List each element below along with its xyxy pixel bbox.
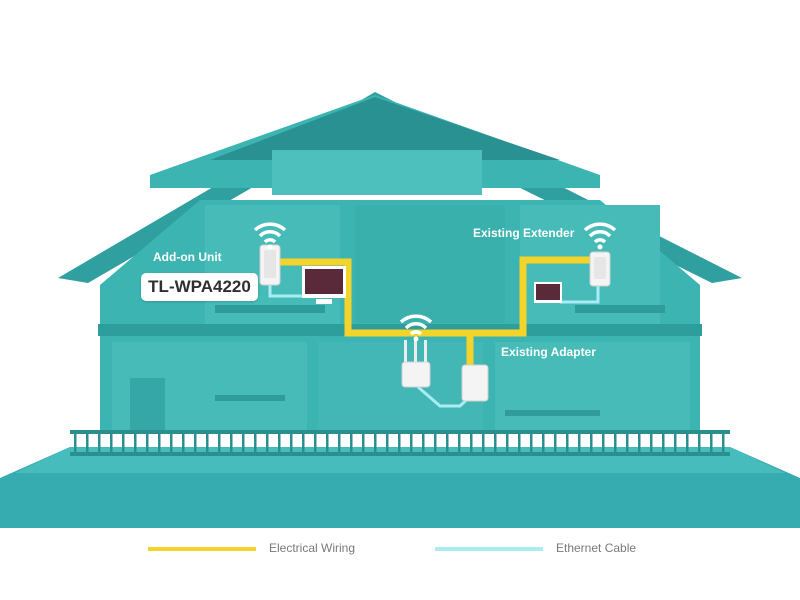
railing-post — [242, 432, 245, 454]
railing-post — [314, 432, 317, 454]
existing-extender-label: Existing Extender — [473, 226, 574, 240]
railing-post — [350, 432, 353, 454]
railing-post — [218, 432, 221, 454]
railing-post — [422, 432, 425, 454]
railing-post — [530, 432, 533, 454]
railing-posts — [74, 432, 725, 454]
railing-post — [398, 432, 401, 454]
railing-post — [590, 432, 593, 454]
railing-post — [494, 432, 497, 454]
railing-post — [146, 432, 149, 454]
railing-post — [710, 432, 713, 454]
railing-post — [614, 432, 617, 454]
railing-post — [434, 432, 437, 454]
legend-electrical-wiring: Electrical Wiring — [148, 541, 388, 557]
lower-room-mid — [318, 342, 483, 430]
railing-post — [410, 432, 413, 454]
existing-adapter-device — [462, 365, 488, 401]
railing-post — [182, 432, 185, 454]
legend-label: Ethernet Cable — [556, 541, 636, 555]
shelf — [130, 378, 165, 430]
railing-post — [338, 432, 341, 454]
railing-post — [482, 432, 485, 454]
railing-post — [194, 432, 197, 454]
ethernet-cable-swatch — [435, 547, 543, 551]
railing-post — [206, 432, 209, 454]
railing-post — [110, 432, 113, 454]
desk-right — [505, 410, 600, 416]
railing-post — [722, 432, 725, 454]
railing-post — [86, 432, 89, 454]
legend-ethernet-cable: Ethernet Cable — [435, 541, 675, 557]
router-device — [402, 337, 430, 387]
railing-post — [74, 432, 77, 454]
railing-post — [266, 432, 269, 454]
railing-post — [554, 432, 557, 454]
electrical-wiring-swatch — [148, 547, 256, 551]
model-tag: TL-WPA4220 — [141, 273, 258, 301]
railing-post — [98, 432, 101, 454]
table — [215, 395, 285, 401]
railing-post — [374, 432, 377, 454]
railing-post — [134, 432, 137, 454]
railing-post — [506, 432, 509, 454]
railing-post — [230, 432, 233, 454]
desk-right-upper — [575, 305, 665, 313]
monitor-right — [534, 282, 562, 303]
railing-post — [362, 432, 365, 454]
existing-adapter-label: Existing Adapter — [501, 345, 596, 359]
model-name: TL-WPA4220 — [141, 273, 258, 301]
railing-post — [662, 432, 665, 454]
railing-post — [566, 432, 569, 454]
railing-post — [602, 432, 605, 454]
railing-post — [542, 432, 545, 454]
railing-post — [122, 432, 125, 454]
addon-unit-label: Add-on Unit — [153, 250, 222, 264]
railing-post — [170, 432, 173, 454]
railing-post — [698, 432, 701, 454]
dormer — [272, 150, 482, 195]
railing-post — [650, 432, 653, 454]
railing-post — [302, 432, 305, 454]
railing-post — [386, 432, 389, 454]
railing-post — [686, 432, 689, 454]
railing-post — [290, 432, 293, 454]
railing-post — [518, 432, 521, 454]
railing-post — [626, 432, 629, 454]
railing-post — [578, 432, 581, 454]
railing-post — [470, 432, 473, 454]
railing-post — [458, 432, 461, 454]
railing-post — [674, 432, 677, 454]
upper-room-mid — [355, 205, 505, 323]
railing-post — [158, 432, 161, 454]
railing-post — [326, 432, 329, 454]
railing-post — [446, 432, 449, 454]
railing-post — [278, 432, 281, 454]
legend-label: Electrical Wiring — [269, 541, 355, 555]
railing-post — [254, 432, 257, 454]
railing-post — [638, 432, 641, 454]
desk-left-upper — [215, 305, 325, 313]
existing-extender-device — [590, 252, 610, 286]
addon-unit-device — [260, 245, 280, 285]
